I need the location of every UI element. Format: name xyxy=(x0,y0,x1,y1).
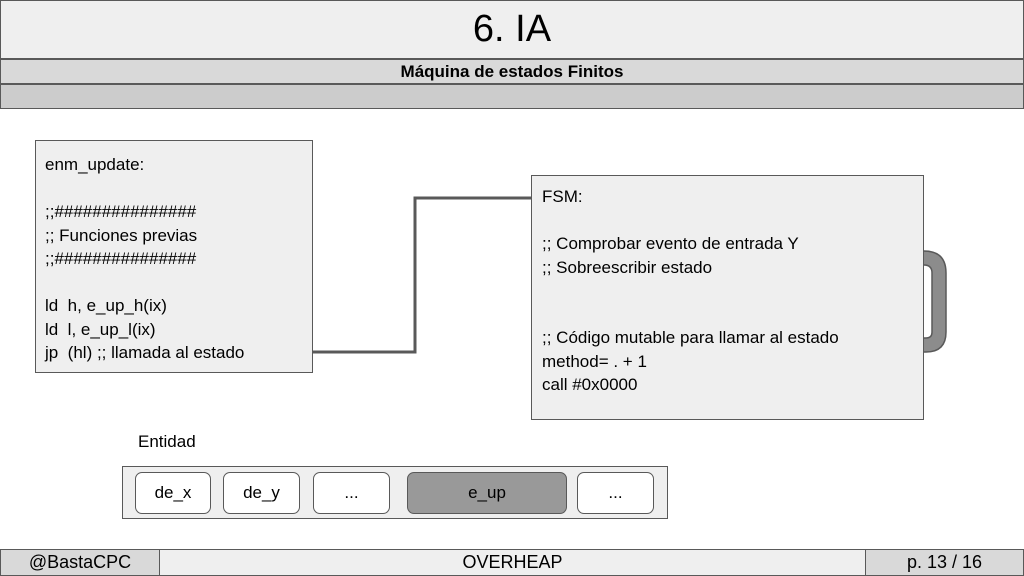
code-line xyxy=(542,303,923,327)
connector-line xyxy=(298,196,538,354)
header-strip xyxy=(0,84,1024,109)
entity-struct-bar: de_x de_y ... e_up ... xyxy=(122,466,668,519)
footer-author: @BastaCPC xyxy=(0,549,160,576)
code-line: ;;############### xyxy=(45,202,197,221)
code-line xyxy=(542,279,923,303)
enm-update-code-box: enm_update: ;;############### ;; Funcion… xyxy=(35,140,313,373)
code-line: ;; Funciones previas xyxy=(45,225,198,245)
entity-field-e-up: e_up xyxy=(407,472,567,514)
footer-page-number: p. 13 / 16 xyxy=(865,549,1024,576)
code-line: jp (hl) ;; llamada al estado xyxy=(45,343,245,362)
entity-field-ellipsis: ... xyxy=(313,472,390,514)
code-line xyxy=(45,271,312,295)
code-line: ;; Código mutable para llamar al estado xyxy=(542,328,839,347)
slide-subtitle: Máquina de estados Finitos xyxy=(0,59,1024,84)
code-line: enm_update: xyxy=(45,155,145,174)
code-line: ld l, e_up_l(ix) xyxy=(45,319,156,339)
footer-title: OVERHEAP xyxy=(159,549,866,576)
fsm-code-box: FSM: ;; Comprobar evento de entrada Y ;;… xyxy=(531,175,924,420)
entity-field-de-y: de_y xyxy=(223,472,300,514)
entity-field-ellipsis: ... xyxy=(577,472,654,514)
slide-title: 6. IA xyxy=(0,0,1024,59)
entity-field-de-x: de_x xyxy=(135,472,211,514)
code-line xyxy=(45,177,312,201)
code-line: ;; Sobreescribir estado xyxy=(542,257,713,277)
code-line xyxy=(542,209,923,233)
entity-label: Entidad xyxy=(138,432,196,451)
code-line: ;; Comprobar evento de entrada Y xyxy=(542,234,799,253)
code-line: ld h, e_up_h(ix) xyxy=(45,296,167,315)
code-line: ;;############### xyxy=(45,249,197,268)
code-line: call #0x0000 xyxy=(542,375,638,394)
code-line: FSM: xyxy=(542,187,583,206)
code-line: method= . + 1 xyxy=(542,351,647,371)
